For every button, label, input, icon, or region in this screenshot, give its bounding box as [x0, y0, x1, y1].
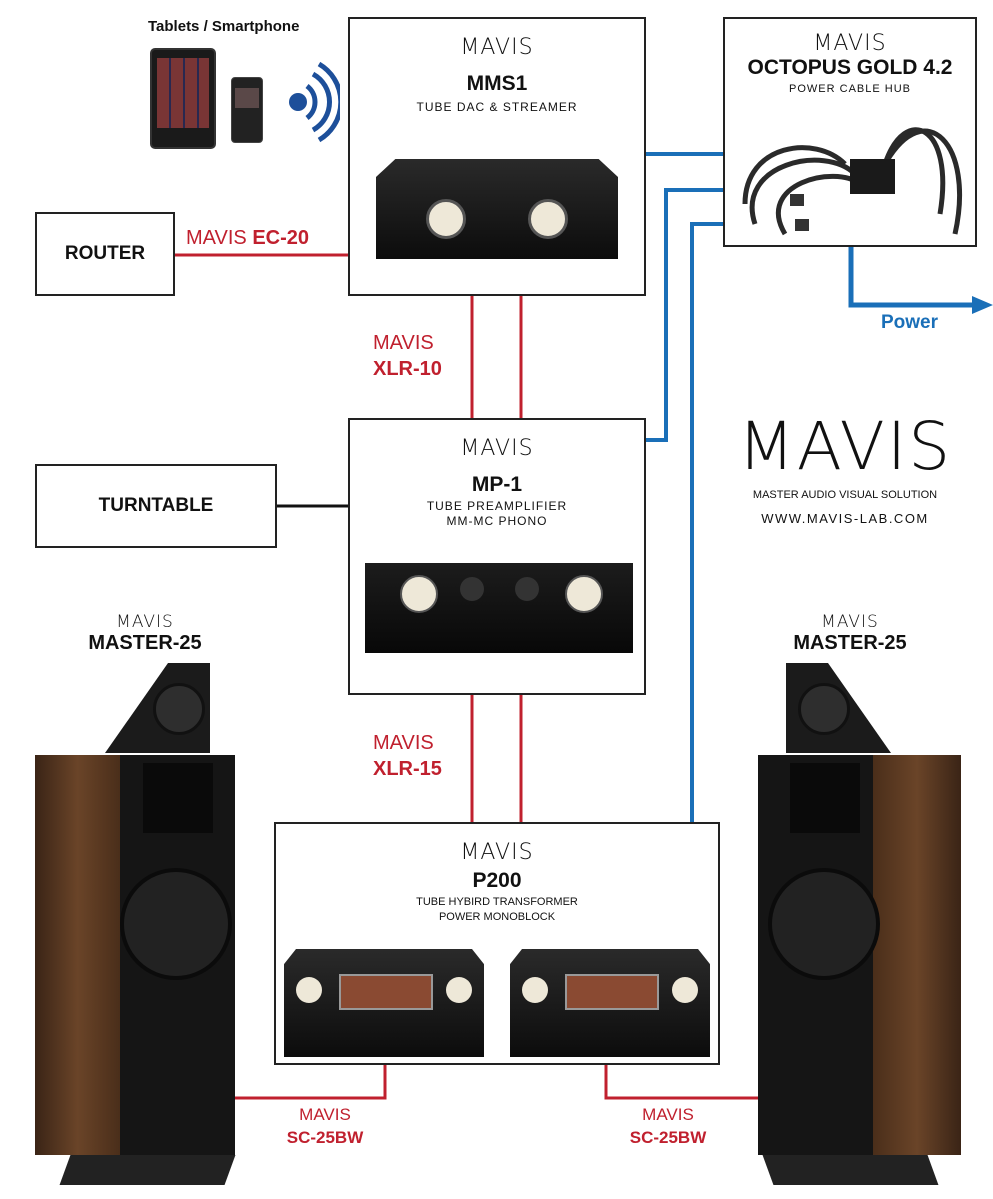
mavis-logo: MAVIS: [737, 408, 953, 485]
p200-image-left: [284, 949, 484, 1057]
devices-group: Tablets / Smartphone: [140, 18, 340, 35]
wire-power-mp1: [646, 188, 723, 442]
power-label: Power: [881, 312, 939, 333]
smartphone-image: [231, 77, 263, 143]
octopus-image: [735, 104, 965, 244]
mavis-url[interactable]: WWW.MAVIS-LAB.COM: [761, 511, 929, 526]
mms1-image: [376, 159, 618, 259]
mms1-desc: TUBE DAC & STREAMER: [416, 100, 578, 114]
cable-label-sc-right: MAVIS SC-25BW: [629, 1105, 707, 1147]
mavis-logo-block: MAVIS MASTER AUDIO VISUAL SOLUTION WWW.M…: [730, 408, 960, 527]
p200-desc2: POWER MONOBLOCK: [438, 911, 556, 923]
mp1-desc1: TUBE PREAMPLIFIER: [426, 499, 568, 513]
turntable-box[interactable]: TURNTABLE: [35, 464, 277, 548]
mms1-model: MMS1: [466, 72, 528, 95]
wire-power-out: [848, 247, 975, 308]
wire-sc-left: [235, 1065, 387, 1100]
router-box[interactable]: ROUTER: [35, 212, 175, 296]
mms1-box[interactable]: MAVIS MMS1 TUBE DAC & STREAMER: [348, 17, 646, 296]
speaker-left-heading: MAVIS MASTER-25: [60, 612, 230, 655]
power-arrow-head: [972, 296, 993, 314]
p200-brand: MAVIS: [460, 840, 534, 865]
cable-label-xlr10: MAVIS XLR-10: [373, 332, 442, 380]
speaker-left-model: MASTER-25: [88, 632, 202, 654]
router-label: ROUTER: [64, 243, 146, 264]
speaker-left-image: [35, 663, 240, 1193]
p200-image-right: [510, 949, 710, 1057]
devices-label: Tablets / Smartphone: [148, 18, 300, 35]
turntable-label: TURNTABLE: [98, 495, 214, 516]
octopus-brand: MAVIS: [813, 31, 887, 56]
speaker-right-heading: MAVIS MASTER-25: [765, 612, 935, 655]
p200-desc1: TUBE HYBIRD TRANSFORMER: [416, 896, 578, 908]
p200-model: P200: [472, 869, 522, 892]
mp1-desc2: MM-MC PHONO: [446, 514, 548, 528]
mavis-tagline: MASTER AUDIO VISUAL SOLUTION: [752, 489, 938, 501]
cable-label-xlr15: MAVIS XLR-15: [373, 732, 442, 780]
wireless-signal-icon: [285, 60, 340, 145]
mp1-image: [365, 563, 633, 653]
mp1-brand: MAVIS: [460, 436, 534, 461]
speaker-left-brand: MAVIS: [116, 612, 174, 632]
mp1-box[interactable]: MAVIS MP-1 TUBE PREAMPLIFIER MM-MC PHONO: [348, 418, 646, 695]
octopus-box[interactable]: MAVIS OCTOPUS GOLD 4.2 POWER CABLE HUB: [723, 17, 977, 247]
cable-label-sc-left: MAVIS SC-25BW: [286, 1105, 364, 1147]
mp1-model: MP-1: [471, 473, 523, 496]
p200-box[interactable]: MAVIS P200 TUBE HYBIRD TRANSFORMER POWER…: [274, 822, 720, 1065]
wire-power-p200: [690, 222, 723, 822]
tablet-image: [150, 48, 216, 149]
cable-label-ec20: MAVIS EC-20: [186, 227, 310, 249]
mms1-brand: MAVIS: [460, 35, 534, 60]
speaker-right-brand: MAVIS: [821, 612, 879, 632]
speaker-right-model: MASTER-25: [793, 632, 907, 654]
octopus-model: OCTOPUS GOLD 4.2: [747, 56, 953, 79]
wire-sc-right: [604, 1065, 760, 1100]
octopus-desc: POWER CABLE HUB: [789, 83, 911, 95]
speaker-right-image: [758, 663, 963, 1193]
